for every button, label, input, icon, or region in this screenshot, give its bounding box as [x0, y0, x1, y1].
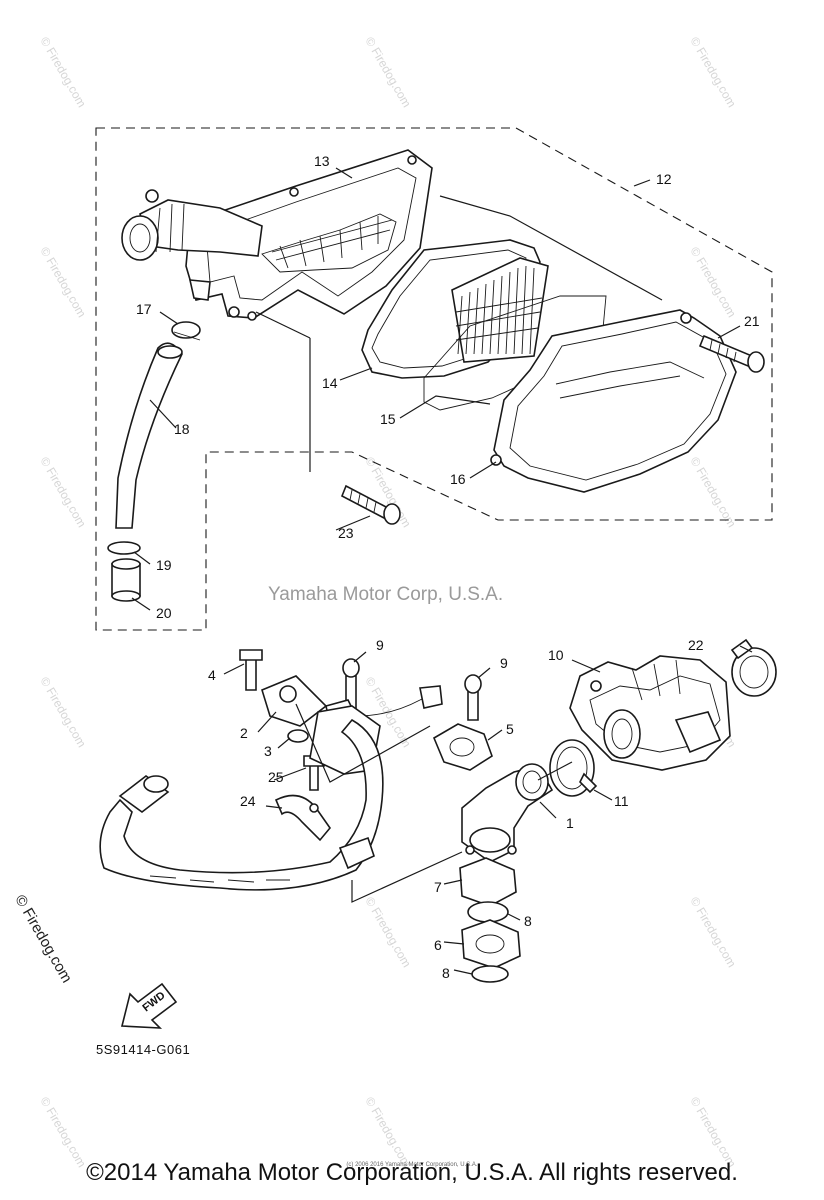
callout-23: 23	[338, 525, 354, 541]
callout-4: 4	[208, 667, 216, 683]
drain-plug	[111, 558, 141, 602]
intake-joint	[461, 763, 554, 863]
callout-3: 3	[264, 743, 272, 759]
screw-23	[340, 484, 401, 525]
tiny-notice: (c) 2006 2016 Yamaha Motor Corporation, …	[346, 1162, 478, 1168]
watermark-tile: © Firedog.com	[37, 675, 89, 750]
clamp-11	[549, 739, 598, 797]
drain-hose-end	[157, 345, 183, 359]
callout-9a: 9	[376, 637, 384, 653]
watermark-tile: © Firedog.com	[687, 895, 739, 970]
watermark-tile: © Firedog.com	[37, 245, 89, 320]
bolt-9b	[464, 674, 482, 721]
hose-clamp-24	[274, 794, 332, 842]
callout-9b: 9	[500, 655, 508, 671]
callout-15: 15	[380, 411, 396, 427]
clamp-22	[730, 638, 777, 697]
callout-12: 12	[656, 171, 672, 187]
callout-25: 25	[268, 769, 284, 785]
callout-8a: 8	[524, 913, 532, 929]
callout-7: 7	[434, 879, 442, 895]
air-filter-element	[451, 257, 549, 363]
center-watermark: Yamaha Motor Corp, U.S.A.	[268, 584, 504, 605]
joint-gasket-5	[432, 723, 493, 771]
callout-18: 18	[174, 421, 190, 437]
callout-17: 17	[136, 301, 152, 317]
callout-11: 11	[614, 793, 629, 809]
callout-22: 22	[688, 637, 704, 653]
callout-2: 2	[240, 725, 248, 741]
diagram-code: 5S91414-G061	[96, 1042, 191, 1057]
throttle-body	[569, 655, 731, 771]
callout-24: 24	[240, 793, 256, 809]
forward-arrow-icon: FWD	[120, 982, 178, 1029]
callout-14: 14	[322, 375, 338, 391]
watermark-tile: © Firedog.com	[362, 895, 414, 970]
callout-20: 20	[156, 605, 172, 621]
air-cleaner-cover	[490, 309, 737, 493]
callout-10: 10	[548, 647, 564, 663]
o-ring-8a	[467, 901, 509, 923]
callout-16: 16	[450, 471, 466, 487]
callout-8b: 8	[442, 965, 450, 981]
watermark-tile: © Firedog.com	[687, 245, 739, 320]
callout-13: 13	[314, 153, 330, 169]
copyright-notice: ©2014 Yamaha Motor Corporation, U.S.A. A…	[86, 1159, 738, 1186]
watermark-tile: © Firedog.com	[37, 455, 89, 530]
watermark-tile: © Firedog.com	[687, 455, 739, 530]
watermark-tile: © Firedog.com	[687, 35, 739, 110]
callout-21: 21	[744, 313, 760, 329]
hose-fitting	[118, 775, 170, 813]
leader-lines-lower	[223, 645, 753, 975]
hose-clamp-17	[171, 321, 201, 341]
hose-clip	[107, 541, 141, 555]
drain-hose	[115, 342, 183, 529]
callout-19: 19	[156, 557, 172, 573]
air-cleaner-assembly-boundary	[95, 127, 773, 631]
o-ring	[287, 729, 309, 743]
o-ring-8b	[471, 965, 509, 983]
watermark-tile: © Firedog.com	[37, 35, 89, 110]
insulator-6	[461, 919, 521, 969]
watermark-tile: © Firedog.com	[362, 35, 414, 110]
hose-coupler	[338, 836, 375, 870]
bolt-4	[239, 649, 263, 691]
leader-lines-upper	[131, 167, 741, 611]
screw-21	[698, 334, 765, 373]
callout-labels: 1 2 3 4 5 6 7 8 8 9 9 10 11 12 13 14 15 …	[136, 153, 760, 981]
callout-5: 5	[506, 721, 514, 737]
intake-duct	[121, 189, 263, 261]
gasket-7	[459, 857, 517, 907]
callout-1: 1	[566, 815, 574, 831]
drain-spout	[188, 279, 211, 301]
callout-6: 6	[434, 937, 442, 953]
